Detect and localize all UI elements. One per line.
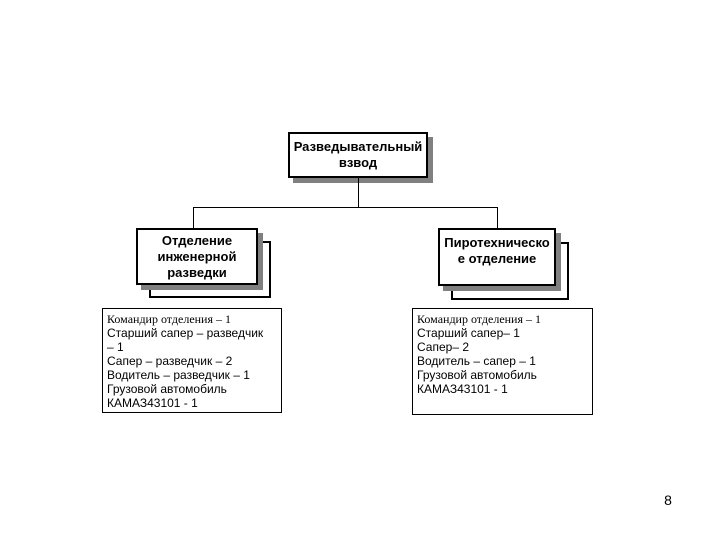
personnel-line: Грузовой автомобиль bbox=[417, 368, 537, 382]
node-engineer-recon-title-line2: инженерной bbox=[157, 249, 237, 264]
personnel-line: – 1 bbox=[107, 340, 124, 354]
personnel-line: Сапер– 2 bbox=[417, 340, 470, 354]
connector-left-drop bbox=[193, 207, 194, 228]
personnel-line: Водитель – разведчик – 1 bbox=[107, 368, 250, 382]
node-recon-platoon-title-line1: Разведывательный bbox=[293, 139, 423, 154]
node-engineer-recon-squad: Отделение инженерной разведки bbox=[136, 228, 258, 285]
node-pyrotechnic-title-line1: Пиротехническо bbox=[444, 235, 550, 250]
personnel-line: Командир отделения – 1 bbox=[417, 312, 542, 326]
connector-right-drop bbox=[497, 207, 498, 228]
personnel-line: Старший сапер – разведчик bbox=[107, 326, 264, 340]
node-pyrotechnic-squad: Пиротехническо е отделение bbox=[438, 228, 556, 286]
personnel-line: Сапер – разведчик – 2 bbox=[107, 354, 233, 368]
personnel-line: Старший сапер– 1 bbox=[417, 326, 520, 340]
page-number: 8 bbox=[664, 492, 672, 508]
personnel-line: КАМАЗ43101 - 1 bbox=[417, 382, 508, 396]
connector-horizontal bbox=[193, 207, 498, 208]
node-recon-platoon: Разведывательный взвод bbox=[288, 132, 428, 178]
personnel-line: КАМАЗ43101 - 1 bbox=[107, 396, 198, 410]
detail-box-pyrotechnic-personnel: Командир отделения – 1 Старший сапер– 1 … bbox=[412, 308, 593, 415]
node-engineer-recon-title-line3: разведки bbox=[167, 265, 227, 280]
node-engineer-recon-title-line1: Отделение bbox=[161, 233, 233, 248]
detail-box-engineer-recon-personnel: Командир отделения – 1 Старший сапер – р… bbox=[102, 308, 282, 413]
personnel-line: Командир отделения – 1 bbox=[107, 312, 232, 326]
personnel-line: Водитель – сапер – 1 bbox=[417, 354, 536, 368]
node-recon-platoon-title-line2: взвод bbox=[338, 155, 378, 170]
node-pyrotechnic-title-line2: е отделение bbox=[457, 251, 537, 266]
connector-root-stem bbox=[358, 178, 359, 207]
personnel-line: Грузовой автомобиль bbox=[107, 382, 227, 396]
